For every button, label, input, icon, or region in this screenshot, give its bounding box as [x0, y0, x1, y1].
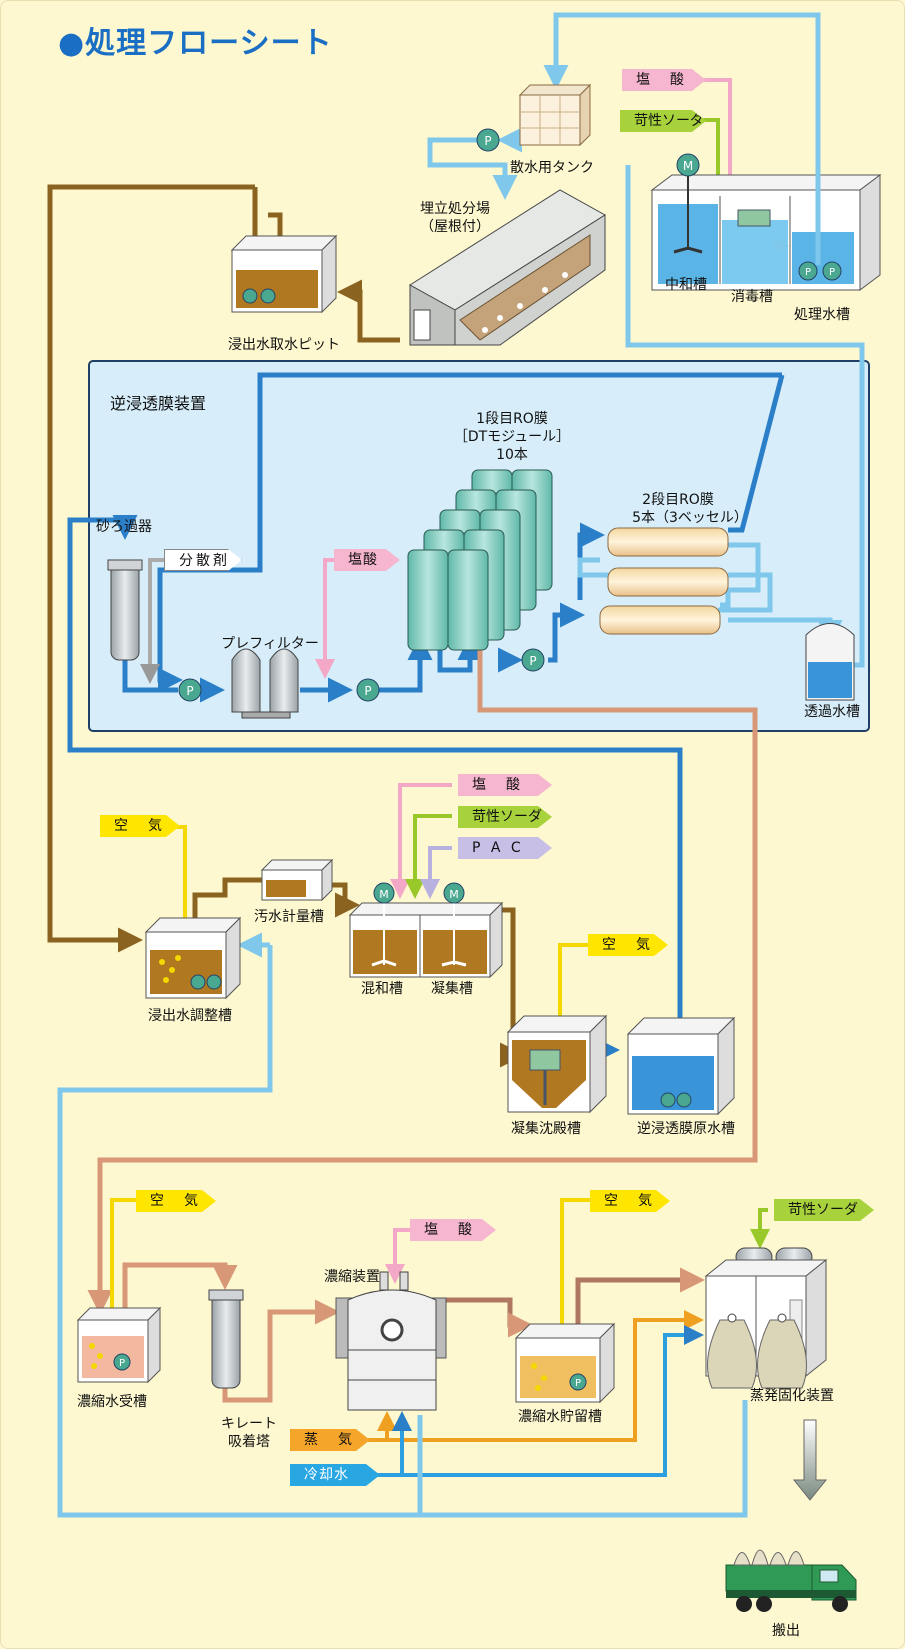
- motor-icon: M M: [373, 882, 465, 904]
- settling-tank: [506, 1014, 608, 1114]
- hcl-line-top: [700, 78, 740, 209]
- leach-adjust-tank: [144, 916, 242, 1000]
- tag-air-settle: 空 気: [588, 934, 668, 956]
- tag-hcl-mid: 塩 酸: [458, 774, 552, 796]
- concentrator: [335, 1271, 447, 1411]
- chelate-column: [208, 1289, 244, 1389]
- svg-text:M: M: [379, 888, 389, 901]
- label-chelate-2: 吸着塔: [228, 1434, 270, 1450]
- bottom-lines: [102, 1198, 770, 1518]
- page-title: ●処理フローシート: [58, 26, 333, 61]
- svg-text:P: P: [484, 134, 491, 148]
- tag-cooling-water: 冷却水: [290, 1464, 380, 1486]
- pump-icon: P P P: [178, 648, 545, 702]
- svg-text:P: P: [829, 267, 835, 278]
- label-ro1-b: ［DTモジュール］: [453, 429, 571, 445]
- label-ro2-a: 2段目RO膜: [642, 492, 714, 508]
- label-landfill-1: 埋立処分場: [420, 201, 490, 217]
- mix-coag-tanks: [348, 901, 504, 979]
- tag-pac: P A C: [458, 837, 552, 859]
- label-coag-tank: 凝集槽: [431, 981, 473, 997]
- label-concentrator: 濃縮装置: [324, 1269, 380, 1285]
- tag-naoh-mid: 苛性ソーダ: [458, 806, 552, 828]
- svg-text:P: P: [364, 684, 371, 698]
- svg-text:P: P: [186, 684, 193, 698]
- svg-text:P: P: [119, 1358, 125, 1369]
- ro-section-title: 逆浸透膜装置: [110, 394, 207, 413]
- tag-air-left: 空 気: [100, 815, 180, 837]
- pump-icon: P: [476, 128, 500, 152]
- svg-text:M: M: [449, 888, 459, 901]
- pump-icon: P P: [798, 261, 842, 281]
- svg-text:M: M: [683, 159, 693, 173]
- label-conc-store: 濃縮水貯留槽: [518, 1409, 602, 1425]
- svg-text:P: P: [575, 1378, 581, 1389]
- tag-air-bottom: 空 気: [136, 1190, 216, 1212]
- label-treated-tank: 処理水槽: [794, 307, 850, 323]
- naoh-line-top: [700, 118, 728, 196]
- tag-hcl-ro: 塩酸: [334, 549, 400, 571]
- label-leach-adjust: 浸出水調整槽: [148, 1008, 232, 1024]
- prefilter: [231, 648, 299, 719]
- label-mix-tank: 混和槽: [361, 981, 403, 997]
- evaporator: [704, 1247, 828, 1389]
- permeate-tank: [805, 623, 855, 701]
- label-prefilter: プレフィルター: [221, 636, 319, 652]
- label-settling-tank: 凝集沈殿槽: [511, 1121, 581, 1137]
- conc-receive-tank: P: [76, 1306, 162, 1384]
- neutral-treatment-unit: [650, 174, 882, 291]
- tag-hcl-top: 塩 酸: [622, 69, 706, 91]
- label-carry-out: 搬出: [772, 1623, 800, 1639]
- label-water-tank: 散水用タンク: [510, 160, 594, 176]
- label-ro2-b: 5本（3ベッセル）: [632, 510, 748, 526]
- label-sewage-meter: 汚水計量槽: [254, 909, 324, 925]
- down-arrow-icon: [792, 1419, 828, 1501]
- tag-naoh-top: 苛性ソーダ: [620, 110, 706, 132]
- svg-text:P: P: [529, 654, 536, 668]
- label-ro1-c: 10本: [496, 447, 528, 463]
- label-sand-filter: 砂ろ過器: [96, 519, 152, 535]
- label-permeate-tank: 透過水槽: [804, 704, 860, 720]
- tag-dispersant: 分散剤: [164, 549, 242, 571]
- label-evaporator: 蒸発固化装置: [750, 1388, 834, 1404]
- label-conc-receive: 濃縮水受槽: [77, 1394, 147, 1410]
- conc-store-tank: P: [514, 1322, 616, 1404]
- ro2-vessels: [599, 527, 729, 635]
- label-chelate-1: キレート: [221, 1416, 277, 1432]
- svg-text:P: P: [805, 267, 811, 278]
- label-disinfect-tank: 消毒槽: [731, 289, 773, 305]
- label-landfill-2: （屋根付）: [420, 219, 490, 235]
- label-ro-raw-tank: 逆浸透膜原水槽: [637, 1121, 735, 1137]
- truck-icon: [725, 1549, 857, 1612]
- tag-naoh-bottom: 苛性ソーダ: [774, 1199, 874, 1221]
- tag-hcl-bottom: 塩 酸: [410, 1219, 496, 1241]
- sand-filter: [107, 559, 143, 661]
- leach-pit: [230, 234, 338, 314]
- label-leach-pit: 浸出水取水ピット: [228, 337, 340, 353]
- label-neutral-tank: 中和槽: [665, 277, 707, 293]
- label-ro1-a: 1段目RO膜: [476, 411, 548, 427]
- motor-icon: M: [676, 153, 700, 177]
- spray-water-tank: [518, 83, 592, 147]
- tag-steam: 蒸 気: [290, 1429, 370, 1451]
- tag-air-store: 空 気: [590, 1190, 670, 1212]
- sewage-meter-tank: [260, 858, 334, 902]
- ro-module-icon: [407, 469, 553, 651]
- ro-raw-tank: [626, 1016, 736, 1116]
- landfill-building: [409, 189, 606, 346]
